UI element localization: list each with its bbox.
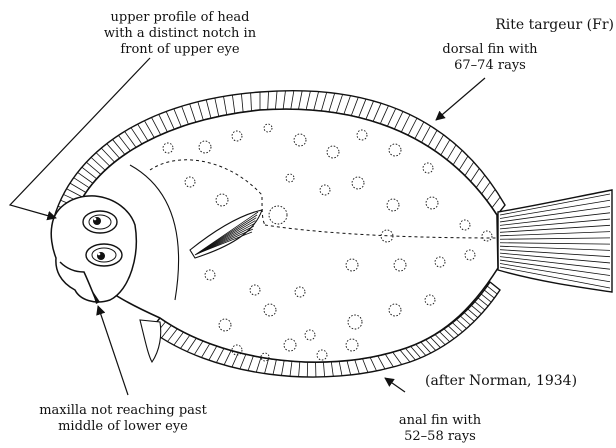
dorsal-fin-line-1: dorsal fin with — [420, 42, 560, 58]
lower-eye — [86, 244, 122, 266]
anal-fin-line-2: 52–58 rays — [380, 429, 500, 445]
maxilla-line-2: middle of lower eye — [18, 419, 228, 435]
head-profile-line-1: upper profile of head — [85, 10, 275, 26]
head-profile-line-3: front of upper eye — [85, 42, 275, 58]
dorsal-pointer — [436, 78, 485, 120]
caudal-fin — [498, 190, 612, 292]
pelvic-fin — [140, 320, 161, 362]
credit-label: (after Norman, 1934) — [425, 373, 577, 389]
head-profile-line-2: with a distinct notch in — [85, 26, 275, 42]
upper-eye — [83, 211, 117, 233]
head-profile-label: upper profile of head with a distinct no… — [85, 10, 275, 58]
anal-pointer — [385, 378, 405, 392]
dorsal-fin-line-2: 67–74 rays — [420, 58, 560, 74]
maxilla-label: maxilla not reaching past middle of lowe… — [18, 403, 228, 435]
maxilla-line-1: maxilla not reaching past — [18, 403, 228, 419]
species-name-label: Rite targeur (Fr) — [495, 17, 614, 33]
anal-fin-line-1: anal fin with — [380, 413, 500, 429]
maxilla-pointer — [98, 306, 128, 395]
anal-fin-label: anal fin with 52–58 rays — [380, 413, 500, 445]
dorsal-fin-label: dorsal fin with 67–74 rays — [420, 42, 560, 74]
